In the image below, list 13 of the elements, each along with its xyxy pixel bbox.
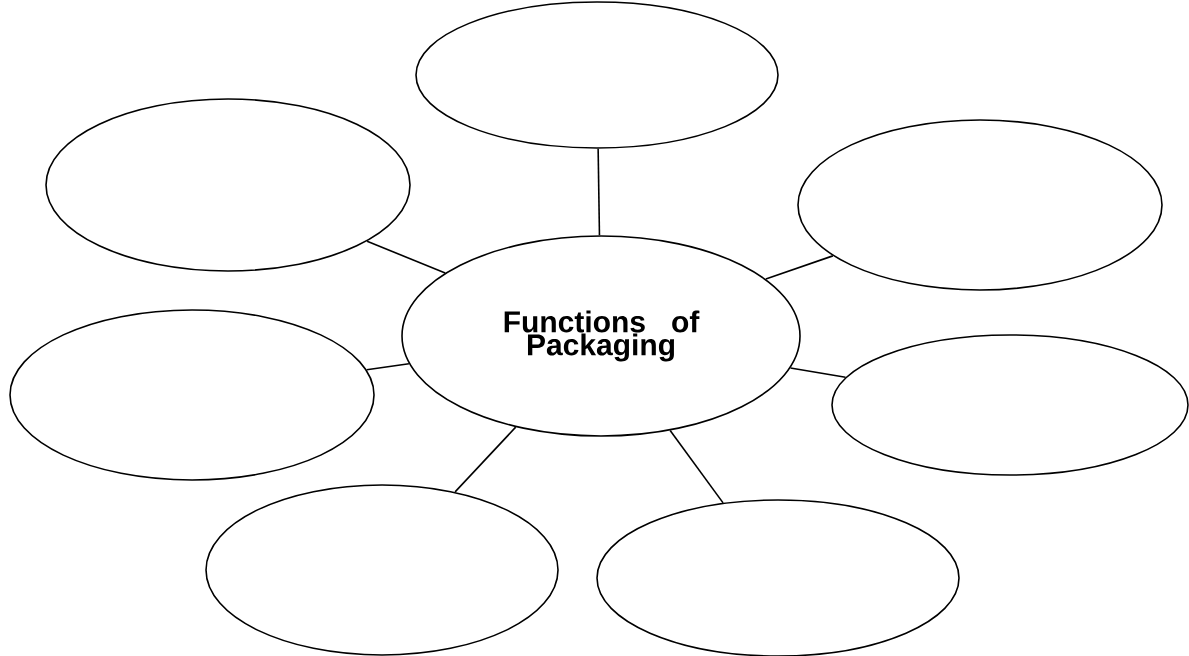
- connector-line: [365, 362, 410, 371]
- blank-ellipse: [415, 1, 779, 149]
- blank-ellipse: [9, 309, 375, 481]
- blank-ellipse: [205, 484, 559, 656]
- connector-line: [765, 255, 834, 280]
- blank-ellipse: [45, 98, 411, 272]
- connector-line: [454, 426, 517, 493]
- connector-line: [366, 240, 446, 274]
- blank-ellipse: [831, 334, 1189, 476]
- blank-ellipse: [797, 119, 1163, 291]
- connector-line: [597, 148, 601, 236]
- connector-line: [669, 429, 724, 504]
- connector-line: [789, 367, 847, 379]
